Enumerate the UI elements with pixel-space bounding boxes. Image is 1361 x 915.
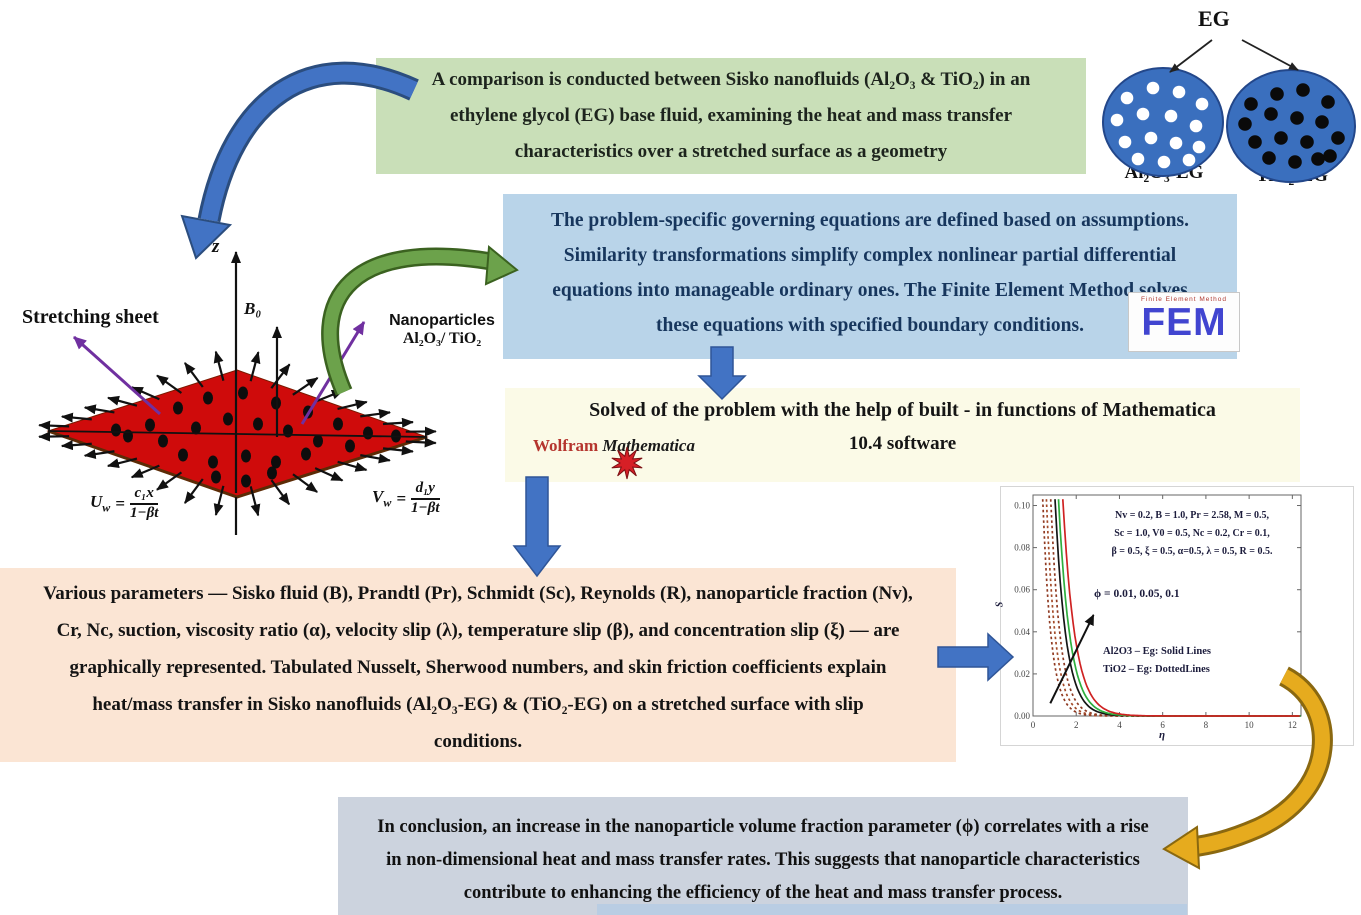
parameters-box: Various parameters — Sisko fluid (B), Pr… (0, 568, 956, 762)
x-axis-label: x (142, 438, 166, 460)
mathematica-box: Solved of the problem with the help of b… (505, 388, 1300, 482)
summary-line: A comparison is conducted between Sisko … (431, 69, 1031, 90)
parameters-line: heat/mass transfer in Sisko nanofluids (… (92, 694, 864, 715)
fem-logo-subtitle: Finite Element Method (1140, 296, 1228, 303)
svg-text:0.00: 0.00 (1014, 711, 1030, 721)
wolfram-mathematica-logo: Wolfram Mathematica (533, 436, 695, 456)
nanoparticles-label-line1: Nanoparticles (389, 312, 495, 329)
conclusion-line: In conclusion, an increase in the nanopa… (377, 817, 1149, 837)
methods-line: these equations with specified boundary … (656, 315, 1084, 336)
svg-text:2: 2 (1074, 720, 1079, 730)
parameters-line: Cr, Nc, suction, viscosity ratio (α), ve… (56, 620, 900, 641)
uw-symbol: U (90, 492, 103, 512)
al2o3-eg-caption: Al₂O₃-EG (1124, 162, 1204, 183)
chart-x-axis-label: η (1159, 729, 1166, 741)
conclusion-line: contribute to enhancing the efficiency o… (463, 883, 1063, 903)
phi-values-annotation: ϕ = 0.01, 0.05, 0.1 (1094, 588, 1180, 600)
legend-solid-lines: Al2O3 – Eg: Solid Lines (1103, 646, 1211, 657)
mathematica-wordmark: Mathematica (602, 436, 695, 455)
equals-sign: = (396, 488, 407, 508)
z-axis-label: z (212, 236, 220, 257)
chart-parameter-line: Nv = 0.2, B = 1.0, Pr = 2.58, M = 0.5, (1115, 510, 1269, 521)
svg-text:0.08: 0.08 (1014, 543, 1030, 553)
y-axis-label: y (328, 419, 354, 441)
svg-text:0.10: 0.10 (1014, 501, 1030, 511)
svg-text:4: 4 (1117, 720, 1122, 730)
fem-logo-text: FEM (1141, 301, 1227, 344)
chart-legend: Al2O3 – Eg: Solid Lines TiO2 – Eg: Dotte… (1103, 643, 1211, 679)
chart-parameter-line: β = 0.5, ξ = 0.5, α=0.5, λ = 0.5, R = 0.… (1111, 546, 1273, 557)
uw-denominator: 1−βt (129, 504, 159, 521)
svg-text:0.02: 0.02 (1014, 669, 1030, 679)
bottom-edge-strip (597, 904, 1187, 915)
svg-text:12: 12 (1288, 720, 1297, 730)
b0-label: B₀ (244, 299, 262, 318)
conclusion-line: in non-dimensional heat and mass transfe… (386, 850, 1140, 870)
comparison-summary-box: A comparison is conducted between Sisko … (376, 58, 1086, 174)
legend-dotted-lines: TiO2 – Eg: DottedLines (1103, 664, 1210, 675)
methods-line: The problem-specific governing equations… (551, 210, 1189, 231)
tio2-eg-caption: TiO₂-EG (1256, 165, 1328, 186)
fem-logo: Finite Element Method FEM (1128, 292, 1240, 352)
vw-subscript: w (383, 495, 392, 510)
methods-line: equations into manageable ordinary ones.… (552, 280, 1188, 301)
mathematica-version: 10.4 software (848, 433, 957, 454)
svg-text:8: 8 (1204, 720, 1209, 730)
parameters-line: graphically represented. Tabulated Nusse… (69, 657, 887, 678)
chart-parameter-line: Sc = 1.0, V0 = 0.5, Nc = 0.2, Cr = 0.1, (1114, 528, 1270, 539)
equals-sign: = (115, 493, 125, 513)
svg-text:10: 10 (1245, 720, 1255, 730)
nanoparticles-label: Nanoparticles Al₂O₃/ TiO₂ (384, 312, 500, 348)
vw-denominator: 1−βt (411, 499, 440, 516)
eg-label: EG (1198, 6, 1230, 31)
stretching-sheet-label: Stretching sheet (22, 306, 159, 328)
chart-y-axis-label: S (994, 601, 1006, 608)
svg-text:0: 0 (1031, 720, 1036, 730)
mathematica-line: Solved of the problem with the help of b… (589, 399, 1216, 421)
results-chart-panel: 0.00 0.02 0.04 0.06 0.08 0.10 0 2 4 6 8 10 12 Nv = 0… (994, 486, 1354, 746)
chart-parameter-annotation: Nv = 0.2, B = 1.0, Pr = 2.58, M = 0.5, S… (1061, 507, 1323, 561)
methods-box: The problem-specific governing equations… (503, 194, 1237, 359)
svg-text:0.04: 0.04 (1014, 627, 1030, 637)
svg-text:6: 6 (1160, 720, 1165, 730)
summary-line: characteristics over a stretched surface… (514, 141, 948, 162)
summary-line: ethylene glycol (EG) base fluid, examini… (449, 105, 1013, 126)
conclusion-box: In conclusion, an increase in the nanopa… (338, 797, 1188, 915)
parameters-line: Various parameters — Sisko fluid (B), Pr… (43, 583, 913, 604)
vw-numerator: d₁y (411, 480, 440, 500)
methods-line: Similarity transformations simplify comp… (563, 245, 1177, 266)
uw-numerator: c₁x (129, 485, 159, 505)
wolfram-wordmark: Wolfram (533, 436, 599, 455)
parameters-line: conditions. (433, 731, 523, 752)
svg-text:0.06: 0.06 (1014, 585, 1030, 595)
vw-symbol: V (372, 487, 384, 507)
uw-subscript: w (102, 500, 111, 515)
nanoparticles-label-line2: Al₂O₃/ TiO₂ (402, 330, 482, 347)
nanofluid-ellipses (1102, 39, 1356, 183)
